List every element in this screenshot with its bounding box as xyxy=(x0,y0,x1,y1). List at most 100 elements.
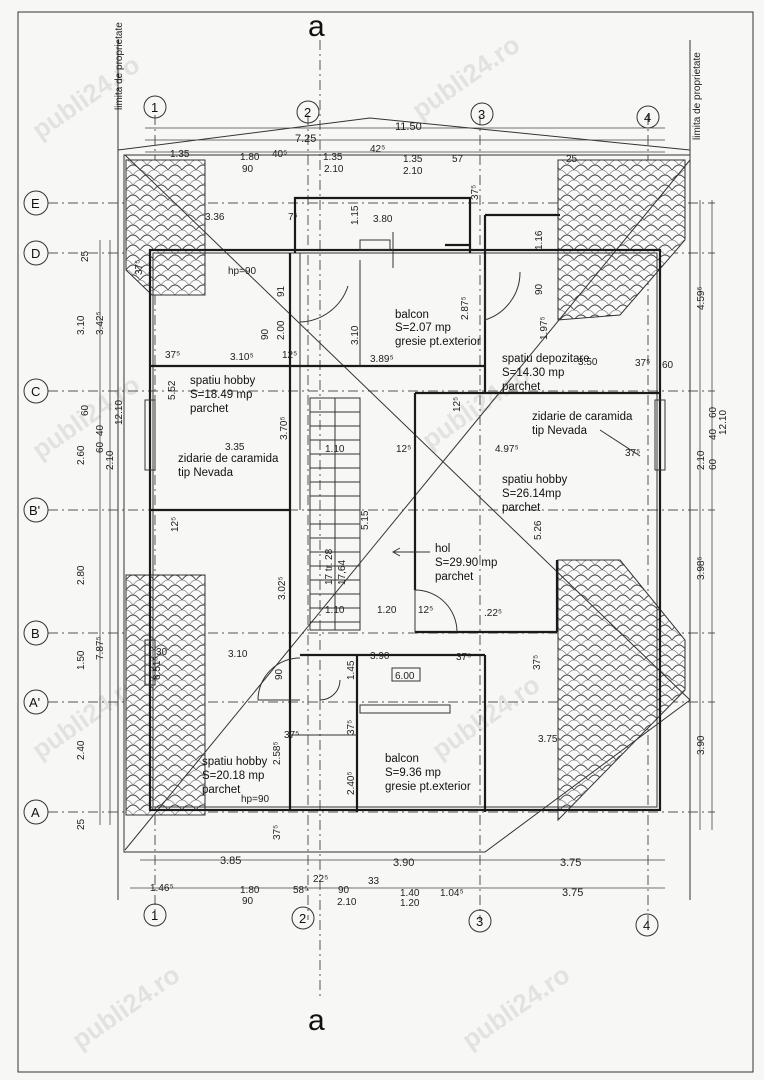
staircase xyxy=(309,397,361,631)
svg-text:37⁵: 37⁵ xyxy=(625,448,640,459)
svg-text:3.80: 3.80 xyxy=(373,214,393,225)
svg-text:1.10: 1.10 xyxy=(325,444,345,455)
svg-text:6.51⁵: 6.51⁵ xyxy=(152,656,163,680)
brick-note: zidarie de caramida xyxy=(532,411,633,423)
axis-label: C xyxy=(31,384,40,399)
dim-text: 11.50 xyxy=(395,121,422,133)
dims-bottom: 3.85 3.90 3.75 1.46⁵ 1.80 58⁵ 22⁵ 90 33 … xyxy=(150,855,583,909)
dim-text: 90 xyxy=(242,896,254,907)
dim-text: 2.40 xyxy=(76,740,87,760)
room-floor: parchet xyxy=(435,571,474,583)
dim-text: 40 xyxy=(95,424,106,436)
dims-top: 7.25 11.50 1.35 1.80 40⁵ 1.35 42⁵ 1.35 5… xyxy=(170,121,578,177)
dimension-lines xyxy=(99,127,713,889)
dim-text: 1.35 xyxy=(403,154,423,165)
dim-text: 2.10 xyxy=(403,166,423,177)
svg-text:12⁵: 12⁵ xyxy=(452,397,463,412)
dim-text: 1.80 xyxy=(240,885,260,896)
room-name: spatiu depozitare xyxy=(502,353,590,365)
dim-text: 60 xyxy=(95,441,106,453)
dim-text: 3.42⁵ xyxy=(95,311,106,335)
svg-text:3.35: 3.35 xyxy=(225,442,245,453)
dim-text: 1.80 xyxy=(240,152,260,163)
dim-text: 42⁵ xyxy=(370,144,385,155)
room-area: S=9.36 mp xyxy=(385,767,441,779)
svg-text:12⁵: 12⁵ xyxy=(396,444,411,455)
stairs-note: 17,64 xyxy=(337,560,348,585)
property-limit-left-label: limita de proprietate xyxy=(114,22,125,110)
svg-text:37⁵: 37⁵ xyxy=(456,652,471,663)
svg-text:3.10⁵: 3.10⁵ xyxy=(230,352,254,363)
brick-note: zidarie de caramida xyxy=(178,453,279,465)
room-hobby-right: spatiu hobby S=26.14mp parchet xyxy=(502,474,567,514)
room-hall: hol S=29.90 mp parchet xyxy=(391,543,497,583)
dim-text: 40⁵ xyxy=(272,149,287,160)
dim-text: 2.10 xyxy=(324,164,344,175)
dim-text: 3.90 xyxy=(696,735,707,755)
svg-text:1.16: 1.16 xyxy=(534,230,545,250)
sill-height-note: hp=90 xyxy=(241,794,270,805)
room-area: S=29.90 mp xyxy=(435,557,497,569)
axis-label: B xyxy=(31,626,40,641)
room-name: spatiu hobby xyxy=(202,756,267,768)
room-floor: parchet xyxy=(190,403,229,415)
watermark: publi24.ro xyxy=(456,959,575,1055)
height-box: 6.00 xyxy=(395,671,415,682)
dim-text: 90 xyxy=(242,164,254,175)
dim-text: 60 xyxy=(708,458,719,470)
svg-text:3.90: 3.90 xyxy=(370,651,390,662)
dim-text: 25 xyxy=(76,818,87,830)
room-area: S=18.49 mp xyxy=(190,389,252,401)
svg-text:60: 60 xyxy=(662,360,674,371)
dims-interior: 3.36 7⁵ 1.15 3.80 37⁵ 1.16 90 91 2.00 90… xyxy=(134,185,674,840)
property-limit-right-label: limita de proprietate xyxy=(692,52,703,140)
dim-text: 58⁵ xyxy=(293,885,308,896)
dim-text: 2.10 xyxy=(105,450,116,470)
dim-text: 22⁵ xyxy=(313,874,328,885)
door-swings xyxy=(257,270,521,701)
svg-text:91: 91 xyxy=(276,285,287,297)
svg-text:4.97⁵: 4.97⁵ xyxy=(495,444,519,455)
roof-tiles-bottom-left xyxy=(125,574,206,816)
interior-walls xyxy=(150,215,660,812)
svg-text:3.50: 3.50 xyxy=(578,357,598,368)
axis-label: D xyxy=(31,246,40,261)
svg-text:1.45: 1.45 xyxy=(346,660,357,680)
section-label-top: a xyxy=(308,10,325,43)
dim-text: 2.60 xyxy=(76,445,87,465)
room-floor: gresie pt.exterior xyxy=(385,781,471,793)
room-name: spatiu hobby xyxy=(190,375,255,387)
svg-text:37⁵: 37⁵ xyxy=(165,350,180,361)
dim-text: 12.10 xyxy=(718,410,729,435)
axis-bubbles-letters: E D C B' B A' A xyxy=(23,190,49,825)
axis-label: 4 xyxy=(643,918,650,933)
room-floor: parchet xyxy=(502,502,541,514)
axis-label: 1 xyxy=(151,908,158,923)
room-name: balcon xyxy=(385,753,419,765)
room-area: S=26.14mp xyxy=(502,488,561,500)
svg-text:90: 90 xyxy=(534,283,545,295)
sheet-border xyxy=(17,11,754,1073)
dim-text: 1.35 xyxy=(323,152,343,163)
room-area: S=14.30 mp xyxy=(502,367,564,379)
dim-text: 90 xyxy=(338,885,350,896)
dim-text: 1.35 xyxy=(170,149,190,160)
room-area: S=2.07 mp xyxy=(395,322,451,334)
diagonal-line xyxy=(124,154,691,701)
dim-text: 12.10 xyxy=(114,400,125,425)
dims-right: 4.59⁵ 3.98⁵ 3.90 60 40 60 2.10 12.10 xyxy=(696,286,729,755)
room-name: spatiu hobby xyxy=(502,474,567,486)
axis-bubbles-bottom: 1 2 3 4 xyxy=(143,903,659,937)
dim-text: 3.75 xyxy=(562,887,583,899)
svg-text:3.10: 3.10 xyxy=(228,649,248,660)
annotations: zidarie de caramida tip Nevada zidarie d… xyxy=(178,266,641,805)
svg-text:37⁵: 37⁵ xyxy=(272,825,283,840)
dim-text: 1.04⁵ xyxy=(440,888,464,899)
brick-note: tip Nevada xyxy=(178,467,234,479)
brick-note: tip Nevada xyxy=(532,425,588,437)
svg-text:12⁵: 12⁵ xyxy=(282,350,297,361)
svg-text:12⁵: 12⁵ xyxy=(418,605,433,616)
svg-text:1.20: 1.20 xyxy=(377,605,397,616)
svg-text:5.26: 5.26 xyxy=(533,520,544,540)
watermark: publi24.ro xyxy=(26,49,145,145)
